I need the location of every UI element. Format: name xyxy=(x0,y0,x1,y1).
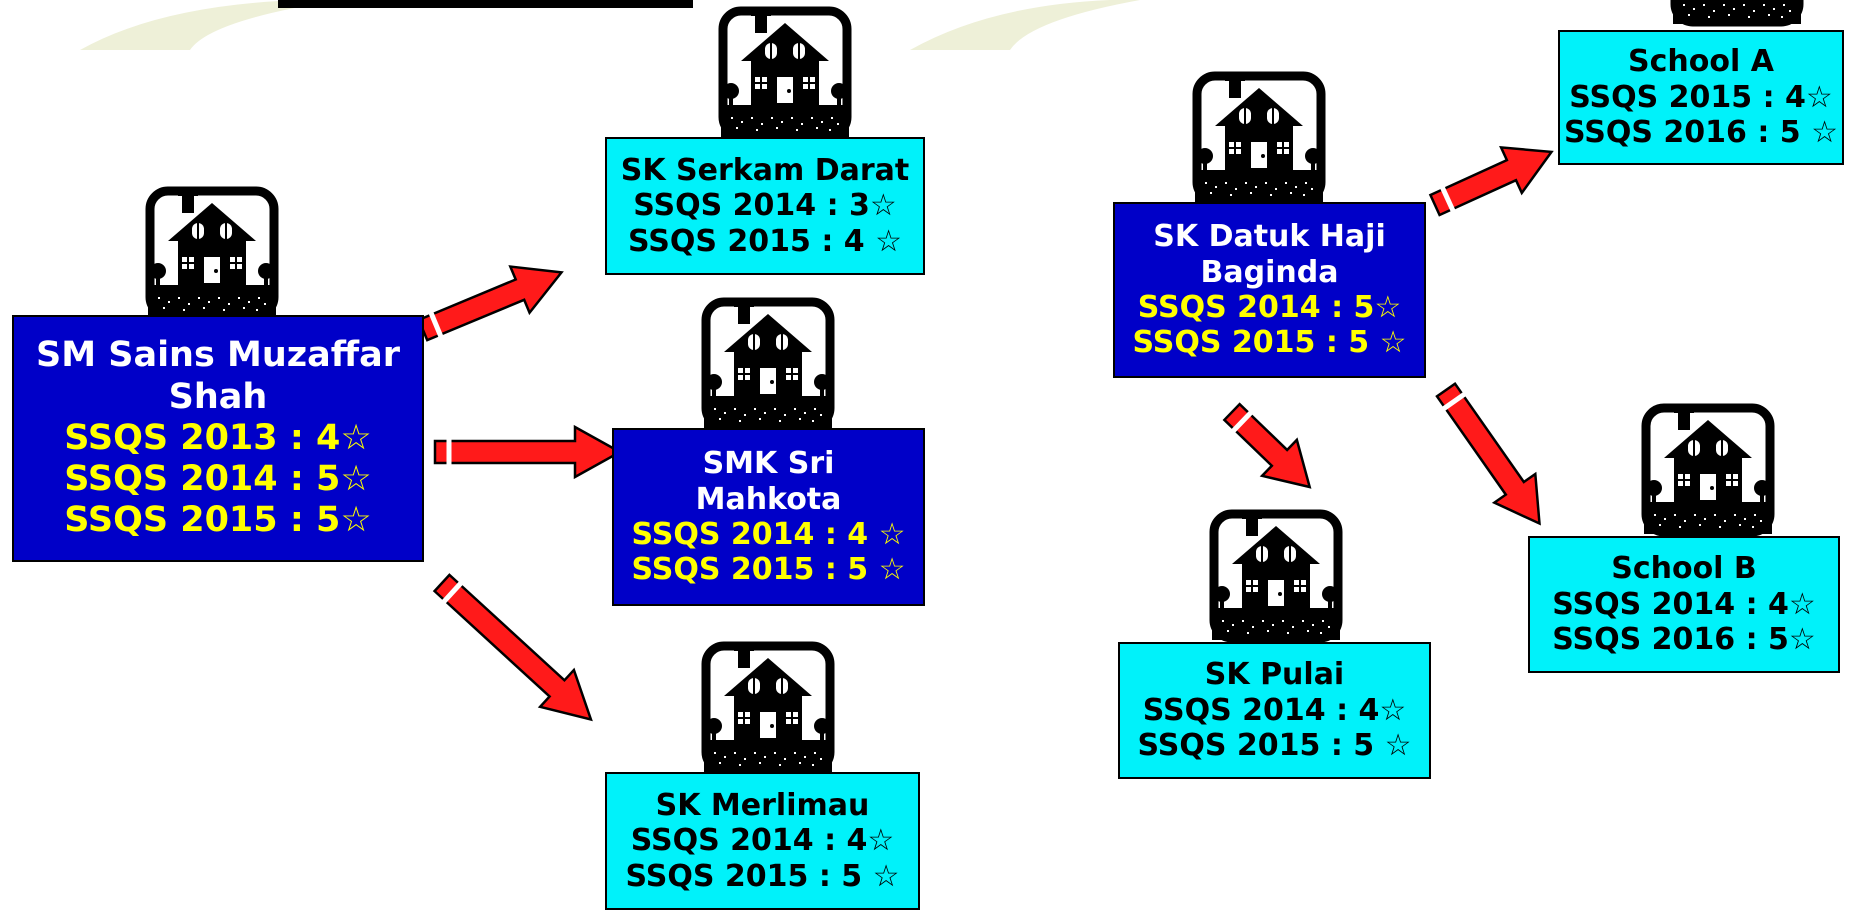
arrow-to-school-b xyxy=(1435,381,1541,526)
school-house-icon xyxy=(1191,70,1327,206)
ssqs-rating: SSQS 2014 : 4☆ xyxy=(1552,586,1816,622)
star-icon: ☆ xyxy=(867,823,895,859)
arrow-to-sk-merlimau xyxy=(432,573,593,722)
star-icon: ☆ xyxy=(1788,622,1816,658)
arrow-break-line xyxy=(441,581,463,604)
arrow-break-line xyxy=(1440,186,1456,213)
school-house-icon xyxy=(1640,402,1776,538)
star-icon: ☆ xyxy=(1379,325,1407,361)
ssqs-rating: SSQS 2014 : 4☆ xyxy=(630,823,895,859)
school-house-icon xyxy=(1208,508,1344,644)
star-icon: ☆ xyxy=(878,552,906,588)
school-name: School A xyxy=(1628,44,1774,80)
star-icon: ☆ xyxy=(1374,290,1402,325)
node-sk-pulai: SK Pulai SSQS 2014 : 4☆ SSQS 2015 : 5 ☆ xyxy=(1118,642,1431,779)
star-icon: ☆ xyxy=(340,459,372,500)
decorative-swoosh-left xyxy=(80,0,340,50)
ssqs-rating: SSQS 2015 : 5 ☆ xyxy=(631,552,906,588)
arrow-break-line xyxy=(1441,391,1467,411)
star-icon: ☆ xyxy=(1811,115,1839,151)
star-icon: ☆ xyxy=(1379,692,1407,728)
ssqs-rating: SSQS 2014 : 4☆ xyxy=(1142,692,1407,728)
arrow-break-line xyxy=(428,311,444,338)
school-name: School B xyxy=(1611,551,1757,587)
ssqs-rating: SSQS 2016 : 5 ☆ xyxy=(1563,115,1839,151)
node-school-b: School B SSQS 2014 : 4☆ SSQS 2016 : 5☆ xyxy=(1528,536,1840,673)
ssqs-rating: SSQS 2015 : 4 ☆ xyxy=(627,223,903,259)
school-house-icon xyxy=(717,5,853,141)
ssqs-rating: SSQS 2015 : 5 ☆ xyxy=(625,858,900,894)
school-name: SMK Sri Mahkota xyxy=(695,446,842,517)
arrow-to-sk-serkam xyxy=(417,265,564,342)
node-school-a: School A SSQS 2015 : 4☆ SSQS 2016 : 5 ☆ xyxy=(1558,30,1844,165)
ssqs-rating: SSQS 2014 : 5☆ xyxy=(1137,290,1402,325)
school-house-icon xyxy=(700,296,836,432)
star-icon: ☆ xyxy=(340,417,372,458)
school-house-icon xyxy=(1669,0,1805,28)
ssqs-rating: SSQS 2015 : 5☆ xyxy=(64,500,372,541)
ssqs-rating: SSQS 2015 : 5 ☆ xyxy=(1137,728,1412,764)
ssqs-rating: SSQS 2014 : 4 ☆ xyxy=(631,517,906,552)
arrow-to-smk-sri xyxy=(433,424,623,480)
ssqs-rating: SSQS 2014 : 3☆ xyxy=(633,188,897,224)
ssqs-rating: SSQS 2015 : 5 ☆ xyxy=(1132,325,1407,361)
node-sk-serkam-darat: SK Serkam Darat SSQS 2014 : 3☆ SSQS 2015… xyxy=(605,137,925,275)
decorative-swoosh-right xyxy=(910,0,1140,50)
arrow-break-line xyxy=(1231,410,1253,433)
star-icon: ☆ xyxy=(1788,586,1816,622)
ssqs-rating: SSQS 2013 : 4☆ xyxy=(64,417,372,458)
star-icon: ☆ xyxy=(1384,728,1412,764)
ssqs-rating: SSQS 2016 : 5☆ xyxy=(1552,622,1816,658)
ssqs-rating: SSQS 2015 : 4☆ xyxy=(1569,79,1833,115)
school-name: SK Serkam Darat xyxy=(620,152,910,188)
star-icon: ☆ xyxy=(878,517,906,552)
arrow-to-school-a xyxy=(1428,145,1554,217)
star-icon: ☆ xyxy=(1805,79,1833,115)
school-house-icon xyxy=(700,640,836,776)
node-sk-merlimau: SK Merlimau SSQS 2014 : 4☆ SSQS 2015 : 5… xyxy=(605,772,920,910)
node-sk-datuk-haji-baginda: SK Datuk Haji Baginda SSQS 2014 : 5☆ SSQ… xyxy=(1113,202,1426,378)
star-icon: ☆ xyxy=(340,500,372,541)
arrow-to-sk-pulai xyxy=(1222,402,1312,489)
star-icon: ☆ xyxy=(872,858,900,894)
school-name: SK Datuk Haji Baginda xyxy=(1153,219,1386,290)
school-name: SK Pulai xyxy=(1204,657,1345,693)
node-sm-sains-muzaffar-shah: SM Sains Muzaffar Shah SSQS 2013 : 4☆ SS… xyxy=(12,315,424,562)
star-icon: ☆ xyxy=(875,223,903,259)
school-name: SM Sains Muzaffar Shah xyxy=(36,335,400,417)
node-smk-sri-mahkota: SMK Sri Mahkota SSQS 2014 : 4 ☆ SSQS 201… xyxy=(612,428,925,606)
school-name: SK Merlimau xyxy=(655,787,870,823)
top-black-bar xyxy=(278,0,693,8)
school-house-icon xyxy=(144,185,280,321)
star-icon: ☆ xyxy=(869,188,897,224)
ssqs-rating: SSQS 2014 : 5☆ xyxy=(64,459,372,500)
